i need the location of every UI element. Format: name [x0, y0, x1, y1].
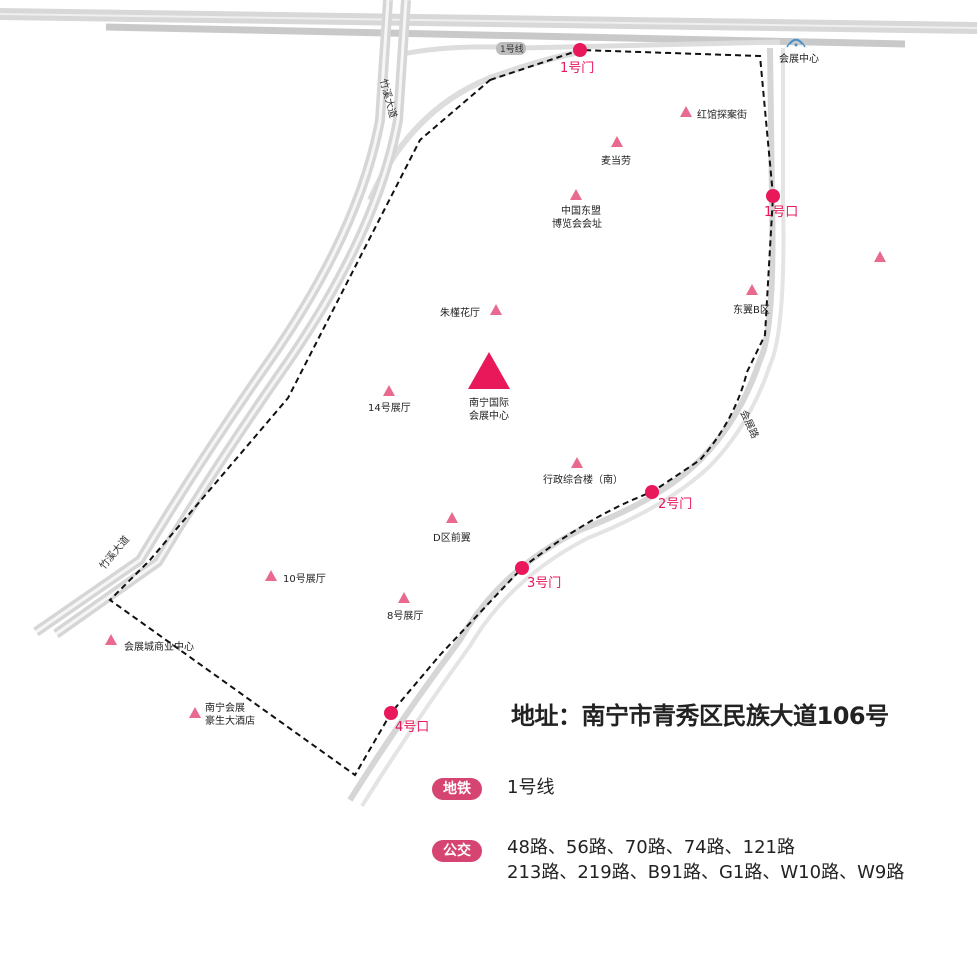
- poi-label: 朱槿花厅: [440, 306, 480, 319]
- poi-marker[interactable]: 东翼B区: [733, 284, 770, 316]
- metro-station-label: 会展中心: [779, 52, 819, 65]
- poi-label: 南宁会展: [205, 701, 245, 714]
- poi-marker[interactable]: 行政综合楼（南）: [543, 457, 623, 486]
- poi-marker[interactable]: 14号展厅: [368, 385, 411, 414]
- zhuxi-avenue: [33, 0, 411, 639]
- poi-marker[interactable]: 麦当劳: [601, 136, 631, 167]
- gate-label: 2号门: [658, 497, 692, 512]
- venue-boundary: [108, 48, 775, 777]
- poi-label: 行政综合楼（南）: [543, 473, 623, 486]
- poi-label: 麦当劳: [601, 154, 631, 167]
- poi-label: 14号展厅: [368, 402, 411, 414]
- poi-label: 10号展厅: [283, 573, 326, 585]
- poi-marker[interactable]: 红馆探案街: [680, 106, 747, 121]
- gate-marker[interactable]: 2号门: [645, 485, 692, 512]
- gate-label: 1号口: [764, 205, 798, 220]
- metro-line-label: 1号线: [500, 43, 524, 55]
- gate-marker[interactable]: 1号口: [764, 189, 798, 220]
- poi-marker[interactable]: 会展城商业中心: [105, 634, 194, 653]
- poi-label-line2: 博览会会址: [552, 217, 602, 230]
- main-venue-marker[interactable]: 南宁国际 会展中心: [468, 352, 510, 422]
- poi-marker[interactable]: 南宁会展 豪生大酒店: [189, 701, 255, 727]
- main-venue-label-line1: 南宁国际: [469, 396, 509, 409]
- main-venue-label-line2: 会展中心: [469, 409, 509, 422]
- poi-label: D区前翼: [433, 531, 471, 544]
- gate-marker[interactable]: 1号门: [560, 43, 594, 76]
- poi-marker[interactable]: D区前翼: [433, 512, 471, 544]
- poi-marker-unlabeled[interactable]: [874, 251, 886, 262]
- poi-label: 会展城商业中心: [124, 640, 194, 653]
- poi-label-line2: 豪生大酒店: [205, 714, 255, 727]
- poi-label: 中国东盟: [561, 204, 601, 217]
- gate-label: 1号门: [560, 61, 594, 76]
- metro-station-icon: [786, 38, 806, 48]
- top-road: [0, 8, 977, 48]
- gate-marker[interactable]: 4号口: [384, 706, 429, 735]
- metro-line-1: [347, 39, 786, 808]
- poi-label: 东翼B区: [733, 303, 770, 316]
- metro-line-label-group: 1号线: [496, 42, 526, 55]
- poi-label: 8号展厅: [387, 610, 423, 622]
- gate-label: 4号口: [395, 720, 429, 735]
- poi-marker[interactable]: 中国东盟 博览会会址: [552, 189, 602, 230]
- poi-marker[interactable]: 朱槿花厅: [440, 304, 502, 319]
- poi-marker[interactable]: 8号展厅: [387, 592, 423, 622]
- poi-marker[interactable]: 10号展厅: [265, 570, 326, 585]
- gate-marker[interactable]: 3号门: [515, 561, 561, 591]
- poi-label: 红馆探案街: [697, 108, 747, 121]
- gate-label: 3号门: [527, 576, 561, 591]
